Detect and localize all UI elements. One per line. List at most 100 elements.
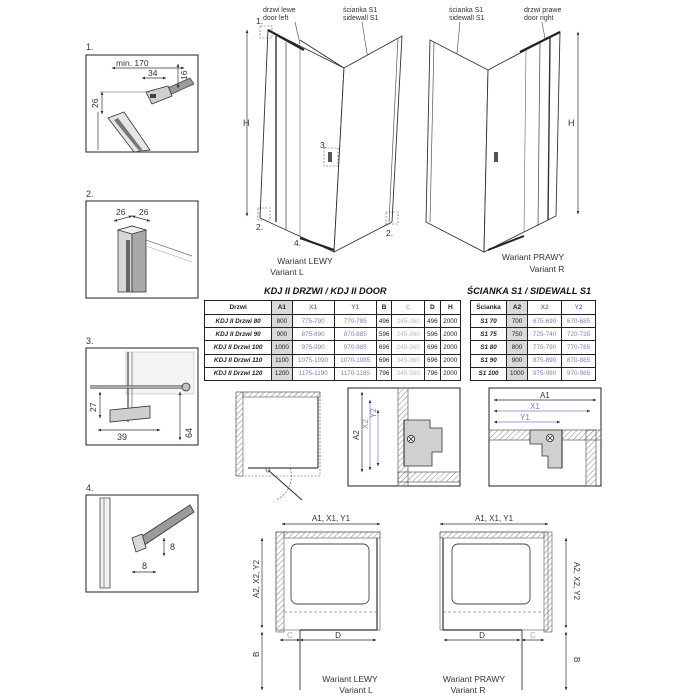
table-cell: KDJ II Drzwi 100	[203, 340, 273, 355]
table-cell: 970-985	[561, 366, 596, 381]
detail-1-number: 1.	[86, 42, 94, 52]
plan-right-c: C	[530, 631, 536, 640]
table-cell: 875-890	[527, 353, 563, 368]
table-cell: 596	[375, 327, 393, 342]
elevation-right-h-label: H	[568, 118, 575, 128]
zoom-a2-x2: X2	[361, 419, 370, 429]
zoom-a1-x1: X1	[530, 402, 540, 411]
detail-3-knob	[181, 382, 191, 392]
elevation-left-side-en: sidewall S1	[343, 15, 379, 22]
zoom-a2: A2 X2 Y2	[347, 387, 461, 487]
plan-left-d: D	[335, 631, 341, 640]
table-cell: KDJ II Drzwi 90	[203, 327, 273, 342]
table-cell: 870-885	[333, 327, 377, 342]
table-cell: 800	[271, 313, 293, 329]
elevation-right-handle	[494, 152, 498, 162]
table-cell: 2000	[439, 366, 462, 381]
elevation-left-side-pl: ścianka S1	[343, 7, 377, 14]
detail-2-dim-a: 26	[116, 207, 126, 217]
detail-1-min-label: min. 170	[116, 58, 149, 68]
detail-1-dim-34: 34	[148, 68, 158, 78]
door-table-header-cell: H	[439, 300, 462, 315]
elevation-left-callout-1: 1.	[256, 16, 263, 26]
table-cell: 1000	[505, 366, 529, 381]
detail-3: 3. 27 39 64	[85, 336, 199, 446]
table-cell: 675-690	[527, 313, 563, 329]
table-cell: 970-985	[333, 340, 377, 355]
table-cell: 900	[505, 353, 529, 368]
table-cell: S1 70	[470, 313, 507, 329]
elevation-left-door-en: door left	[263, 15, 288, 22]
elevation-left-variant-en: Variant L	[270, 267, 304, 277]
table-cell: KDJ II Drzwi 110	[203, 353, 273, 368]
detail-1-clamp	[145, 85, 173, 105]
elevation-left-callout-2: 2.	[256, 222, 263, 232]
door-table-header-cell: D	[424, 300, 441, 315]
plan-right-d: D	[479, 631, 485, 640]
table-cell: 796	[424, 366, 441, 381]
elevation-left-sidewall	[333, 35, 403, 253]
plan-right-b: B	[572, 657, 581, 662]
side-table-title: ŚCIANKA S1 / SIDEWALL S1	[467, 286, 592, 296]
table-cell: 696	[424, 353, 441, 368]
elevation-left-callout-3: 3.	[320, 140, 327, 150]
plan-left-variant-pl: Wariant LEWY	[322, 674, 378, 684]
elevation-left-handle	[328, 152, 332, 162]
table-cell: 2000	[439, 340, 462, 355]
table-cell: 245-260	[391, 340, 426, 355]
table-cell: 1100	[271, 353, 293, 368]
detail-4: 4. 8 8	[85, 483, 199, 593]
zoom-a2-y2: Y2	[369, 408, 378, 418]
zoom-a1-y1: Y1	[520, 413, 530, 422]
plan-right: A1, X1, Y1 A2, X2, Y2 D C B Wariant PRAW…	[439, 514, 581, 695]
table-cell: 245-260	[391, 327, 426, 342]
door-table-header-cell: Drzwi	[203, 300, 273, 315]
detail-3-dim-27: 27	[88, 402, 98, 412]
elevation-right-door-pl: drzwi prawe	[524, 7, 561, 14]
door-table-title: KDJ II DRZWI / KDJ II DOOR	[264, 286, 387, 296]
table-cell: KDJ II Drzwi 80	[203, 313, 273, 329]
table-cell: 496	[424, 313, 441, 329]
plan-right-variant-en: Variant R	[451, 685, 486, 695]
plan-right-variant-pl: Wariant PRAWY	[443, 674, 506, 684]
detail-2-post-right	[131, 225, 147, 293]
plan-left-b: B	[252, 652, 261, 657]
detail-2-number: 2.	[86, 189, 94, 199]
table-cell: 2000	[439, 327, 462, 342]
detail-2-dim-b: 26	[139, 207, 149, 217]
table-cell: 775-790	[527, 340, 563, 355]
door-table-header-cell: B	[375, 300, 393, 315]
detail-4-dim-8v: 8	[170, 542, 175, 552]
table-cell: S1 90	[470, 353, 507, 368]
plan-right-tray	[451, 543, 531, 605]
table-cell: 975-990	[291, 340, 335, 355]
table-cell: 345-360	[391, 353, 426, 368]
side-table-header-cell: A2	[505, 300, 529, 315]
detail-3-dim-64: 64	[184, 428, 194, 438]
table-cell: 750	[505, 327, 529, 342]
table-cell: 496	[375, 313, 393, 329]
zoom-a1: A1 X1 Y1	[488, 387, 602, 487]
elevation-left: drzwi lewe door left ścianka S1 sidewall…	[243, 7, 403, 277]
plan-left-variant-en: Variant L	[339, 685, 373, 695]
elevation-right-variant-pl: Wariant PRAWY	[502, 252, 565, 262]
table-cell: S1 80	[470, 340, 507, 355]
detail-1-dim-16: 16	[179, 70, 189, 80]
plan-small	[235, 391, 321, 501]
elevation-left-h-label: H	[243, 118, 250, 128]
table-cell: 870-885	[561, 353, 596, 368]
elevation-right-door-en: door right	[524, 15, 554, 22]
table-cell: 975-990	[527, 366, 563, 381]
table-cell: 1200	[271, 366, 293, 381]
detail-4-dim-8h: 8	[142, 561, 147, 571]
elevation-right-side-en: sidewall S1	[449, 15, 485, 22]
